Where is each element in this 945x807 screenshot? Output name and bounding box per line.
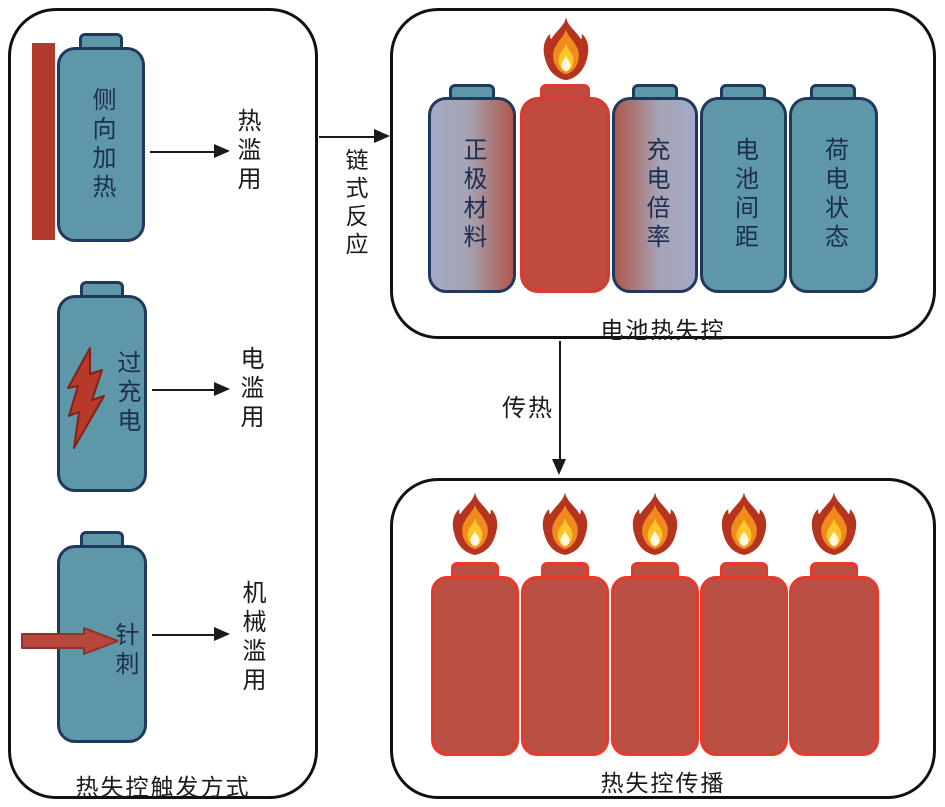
charge-rate-label: 充电倍率 [642, 137, 668, 253]
cathode-material-label: 正极材料 [459, 137, 485, 253]
flame-icon [805, 490, 863, 562]
cell-spacing-label: 电池间距 [730, 137, 757, 253]
thermal-abuse-label: 热滥用 [233, 108, 259, 195]
arrow-thermal-abuse [150, 144, 230, 158]
flame-icon [534, 16, 598, 86]
state-of-charge-label: 荷电状态 [820, 137, 847, 253]
flame-icon [536, 490, 594, 562]
trigger-panel-caption: 热失控触发方式 [75, 775, 251, 800]
arrow-electrical-abuse [152, 382, 230, 396]
arrow-heat-transfer [552, 341, 566, 475]
battery-burning-cell [521, 576, 609, 756]
mechanical-abuse-label: 机械滥用 [238, 580, 264, 696]
chain-reaction-label: 链式反应 [342, 148, 367, 260]
battery-burning-cell [611, 576, 699, 756]
battery-side-heating-label: 侧向加热 [88, 86, 114, 203]
heater-bar-icon [32, 43, 55, 240]
needle-arrow-icon [21, 627, 119, 655]
arrow-chain-reaction [319, 129, 390, 143]
arrow-mechanical-abuse [152, 627, 230, 641]
heat-transfer-label: 传热 [502, 396, 554, 422]
runaway-panel-caption: 电池热失控 [600, 318, 726, 343]
battery-cathode-material: 正极材料 [428, 97, 516, 293]
flame-icon [715, 490, 773, 562]
battery-cell-spacing: 电池间距 [700, 97, 787, 293]
battery-charge-rate: 充电倍率 [612, 97, 698, 293]
lightning-bolt-icon [67, 347, 105, 449]
battery-burning-cell [789, 576, 879, 756]
electrical-abuse-label: 电滥用 [236, 346, 262, 433]
spread-panel-caption: 热失控传播 [600, 771, 726, 796]
flame-icon [626, 490, 684, 562]
battery-burning-cell [520, 97, 610, 293]
battery-overcharge-label: 过充电 [113, 350, 139, 437]
flame-icon [446, 490, 504, 562]
battery-state-of-charge: 荷电状态 [789, 97, 878, 293]
battery-burning-cell [700, 576, 788, 756]
battery-overcharge: 过充电 [57, 295, 147, 492]
battery-nail-label: 针刺 [111, 622, 137, 680]
battery-side-heating: 侧向加热 [57, 47, 145, 242]
battery-burning-cell [431, 576, 519, 756]
